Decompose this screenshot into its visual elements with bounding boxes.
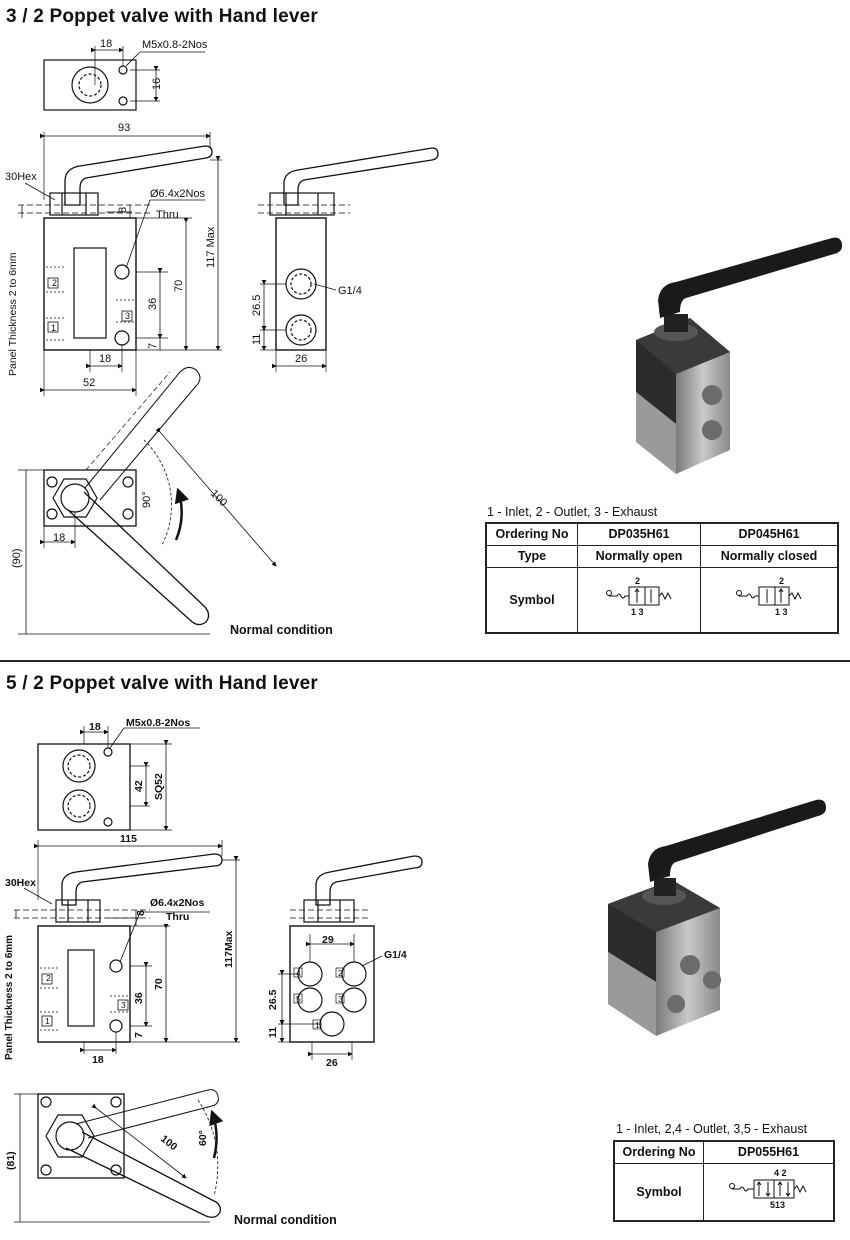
s2-dim-side-11: 11 [267, 1027, 279, 1038]
s2-dim-low: 7 [133, 1032, 145, 1038]
s2-dim-side-29: 29 [322, 934, 334, 946]
s2-top-view [37, 726, 200, 831]
s1-port-legend: 1 - Inlet, 2 - Outlet, 3 - Exhaust [487, 505, 658, 519]
s2-port-5: 5 [296, 994, 301, 1004]
s1-normal-condition: Normal condition [230, 623, 333, 637]
s1-panel-thickness: Panel Thickness 2 to 6mm [7, 252, 19, 376]
s1-type-label: Type [485, 544, 578, 568]
s2-port-legend: 1 - Inlet, 2,4 - Outlet, 3,5 - Exhaust [616, 1122, 808, 1136]
s2-dim-total: (81) [5, 1151, 17, 1170]
s2-dim-overall: 115 [120, 833, 137, 845]
s1-type-2: Normally closed [700, 544, 839, 568]
s1-dim-side-26-5: 26.5 [251, 295, 263, 316]
s2-dim-bottom-18: 18 [92, 1054, 104, 1066]
s2-dim-height: 117Max [223, 930, 235, 968]
s2-side-view [278, 855, 423, 1060]
s1-symbol-label: Symbol [485, 566, 578, 634]
s2-symbol-bottom: 513 [770, 1200, 785, 1210]
s2-ordering-label: Ordering No [613, 1140, 704, 1164]
s2-symbol-top: 4 2 [774, 1168, 787, 1178]
s1-dim-side-11: 11 [251, 334, 263, 345]
s2-ordering-table: Ordering No DP055H61 Symbol 4 2 513 [613, 1140, 835, 1222]
s2-dim-hole: Ø6.4x2Nos [150, 897, 204, 909]
s1-dim-hole: Ø6.4x2Nos [150, 188, 206, 200]
s2-port-1: 1 [315, 1020, 320, 1030]
s1-dim-hex: 30Hex [5, 171, 37, 183]
section-divider [0, 660, 850, 662]
s1-swing-view [18, 366, 277, 635]
s1-dim-angle: 90° [141, 491, 153, 508]
s2-dim-port-h: 36 [133, 992, 145, 1004]
s2-normal-condition: Normal condition [234, 1213, 337, 1227]
s2-dim-flange: 8 [135, 910, 147, 916]
s2-panel-thickness: Panel Thickness 2 to 6mm [4, 935, 15, 1060]
s1-dim-top-w: 18 [100, 38, 112, 50]
s2-product-image [608, 799, 826, 1036]
s1-symbol-no-top: 2 [635, 576, 640, 586]
s2-swing-view [14, 1089, 224, 1223]
s2-symbol: 4 2 513 [703, 1162, 835, 1222]
s1-dim-low: 7 [147, 343, 159, 349]
s1-symbol-nc-top: 2 [779, 576, 784, 586]
s2-front-view [14, 840, 240, 1054]
s1-port-3: 3 [125, 311, 130, 321]
s2-port-3: 3 [338, 994, 343, 1004]
s1-ordering-table: Ordering No DP035H61 DP045H61 Type Norma… [485, 522, 839, 634]
s1-ordering-label: Ordering No [485, 522, 578, 546]
s1-port-2: 2 [52, 278, 57, 288]
s1-dim-pivot: 18 [53, 532, 65, 544]
s1-front-view [18, 132, 222, 396]
s1-ordering-no-2: DP045H61 [700, 522, 839, 546]
s1-dim-body-h: 70 [173, 280, 185, 292]
s1-symbol-nc-bottom: 1 3 [775, 607, 788, 617]
section-title-5-2: 5 / 2 Poppet valve with Hand lever [6, 673, 318, 694]
s1-dim-side-26: 26 [295, 353, 307, 365]
s1-dim-top-h: 16 [151, 78, 163, 90]
s1-valve-symbol-no: 2 1 3 [606, 576, 672, 617]
s2-ordering-no: DP055H61 [703, 1140, 835, 1164]
s1-dim-thru: Thru [156, 209, 179, 221]
s2-front-port-3: 3 [121, 1000, 126, 1010]
s1-dim-width: 52 [83, 377, 95, 389]
s2-dim-body-h: 70 [153, 978, 165, 990]
s2-front-port-1: 1 [45, 1016, 50, 1026]
s1-dim-port-h: 36 [147, 298, 159, 310]
s1-side-view [258, 147, 439, 372]
s1-dim-flange: 8 [117, 207, 129, 213]
s2-front-port-2: 2 [46, 973, 51, 983]
s1-product-image [636, 237, 842, 474]
s2-dim-top-w: 18 [89, 721, 101, 733]
s2-dim-side-26: 26 [326, 1057, 338, 1069]
s1-dim-bottom-18: 18 [99, 353, 111, 365]
s2-dim-lever: 100 [158, 1133, 179, 1153]
s2-port-2: 2 [338, 968, 343, 978]
s2-dim-hex: 30Hex [5, 877, 36, 889]
s2-side-port: G1/4 [384, 949, 407, 961]
s1-symbol-no-bottom: 1 3 [631, 607, 644, 617]
s1-valve-symbol-nc: 2 1 3 [736, 576, 802, 617]
s1-side-port: G1/4 [338, 285, 362, 297]
s1-dim-height: 117 Max [205, 226, 217, 268]
s1-dim-total: (90) [11, 548, 23, 568]
s2-dim-42: 42 [133, 780, 145, 792]
s1-dim-thread: M5x0.8-2Nos [142, 39, 208, 51]
s2-dim-side-26-5: 26.5 [267, 989, 279, 1010]
s1-port-1: 1 [51, 323, 56, 333]
s1-dim-overall: 93 [118, 122, 130, 134]
s2-dim-sq: SQ52 [153, 773, 165, 800]
s1-ordering-no-1: DP035H61 [576, 522, 702, 546]
section-title-3-2: 3 / 2 Poppet valve with Hand lever [6, 6, 318, 27]
s2-valve-symbol: 4 2 513 [728, 1168, 806, 1210]
s2-dim-thread: M5x0.8-2Nos [126, 717, 190, 729]
s2-symbol-label: Symbol [613, 1162, 704, 1222]
s2-dim-thru: Thru [166, 911, 189, 923]
s1-type-1: Normally open [576, 544, 702, 568]
s1-symbol-no: 2 1 3 [576, 566, 702, 634]
s2-dim-angle: 60° [197, 1130, 209, 1146]
s2-port-4: 4 [296, 968, 301, 978]
s1-symbol-nc: 2 1 3 [700, 566, 839, 634]
s1-top-view [43, 46, 205, 111]
